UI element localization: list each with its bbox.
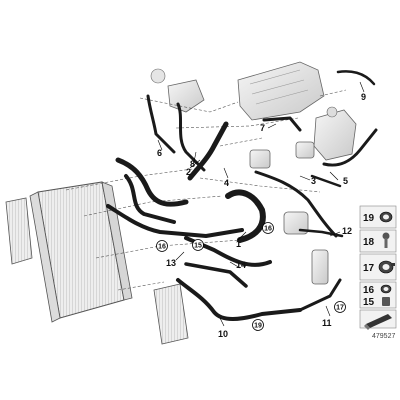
main-radiator — [29, 181, 133, 323]
legend-item-18: 18 — [363, 232, 390, 248]
svg-text:13: 13 — [166, 258, 176, 268]
legend-item-foam-strip — [364, 314, 392, 330]
callout-9: 9 — [361, 92, 366, 102]
hose-clamp-icon — [378, 260, 395, 274]
svg-text:11: 11 — [322, 318, 332, 328]
diagram-id: 479527 — [372, 333, 395, 340]
callout-16-right: 16 — [262, 222, 274, 234]
legend-item-19: 19 — [363, 211, 393, 224]
clip-icon — [382, 232, 390, 248]
svg-text:15: 15 — [194, 243, 202, 250]
lower-cooler — [153, 283, 189, 345]
svg-text:17: 17 — [336, 305, 344, 312]
svg-text:6: 6 — [157, 148, 162, 158]
svg-text:18: 18 — [363, 237, 375, 248]
callout-13: 13 — [166, 258, 176, 268]
callout-4: 4 — [224, 178, 229, 188]
expansion-tank — [313, 106, 357, 161]
callout-11: 11 — [322, 318, 332, 328]
leader-lines — [157, 81, 365, 327]
legend-item-15: 15 — [363, 297, 390, 308]
callout-3: 3 — [311, 176, 316, 186]
svg-text:15: 15 — [363, 297, 375, 308]
callout-19: 19 — [252, 319, 264, 331]
callout-6: 6 — [157, 148, 162, 158]
svg-text:16: 16 — [363, 285, 375, 296]
hose-clamp-icon — [380, 284, 392, 294]
callout-10: 10 — [218, 329, 228, 339]
svg-text:16: 16 — [158, 244, 166, 251]
callout-2: 2 — [186, 167, 191, 177]
svg-text:3: 3 — [311, 176, 316, 186]
svg-text:17: 17 — [363, 263, 375, 274]
callout-7: 7 — [260, 123, 265, 133]
parts-legend: 19 18 17 16 — [359, 205, 397, 330]
svg-text:1: 1 — [236, 239, 241, 249]
svg-text:19: 19 — [363, 213, 375, 224]
callout-12: 12 — [342, 226, 352, 236]
svg-text:5: 5 — [343, 176, 348, 186]
callout-16-left: 16 — [156, 240, 168, 252]
svg-text:9: 9 — [361, 92, 366, 102]
left-cooler — [5, 197, 33, 265]
svg-text:7: 7 — [260, 123, 265, 133]
callout-1: 1 — [236, 239, 241, 249]
callout-17: 17 — [334, 301, 346, 313]
legend-item-17: 17 — [363, 260, 395, 274]
coolant-hoses — [106, 70, 378, 321]
reference-lines — [65, 89, 347, 291]
legend-item-16: 16 — [363, 284, 392, 296]
callout-15: 15 — [192, 239, 204, 251]
clip-icon — [382, 297, 390, 306]
foam-strip-icon — [364, 314, 392, 330]
callout-5: 5 — [343, 176, 348, 186]
svg-text:19: 19 — [254, 323, 262, 330]
svg-text:4: 4 — [224, 178, 229, 188]
svg-text:14: 14 — [236, 260, 246, 270]
pump-assembly — [249, 141, 329, 285]
hose-clamp-icon — [379, 211, 393, 223]
svg-text:8: 8 — [190, 159, 195, 169]
callout-14: 14 — [236, 260, 246, 270]
callout-8: 8 — [190, 159, 195, 169]
engine-block — [237, 61, 325, 121]
svg-text:16: 16 — [264, 226, 272, 233]
svg-text:2: 2 — [186, 167, 191, 177]
svg-text:12: 12 — [342, 226, 352, 236]
svg-text:10: 10 — [218, 329, 228, 339]
